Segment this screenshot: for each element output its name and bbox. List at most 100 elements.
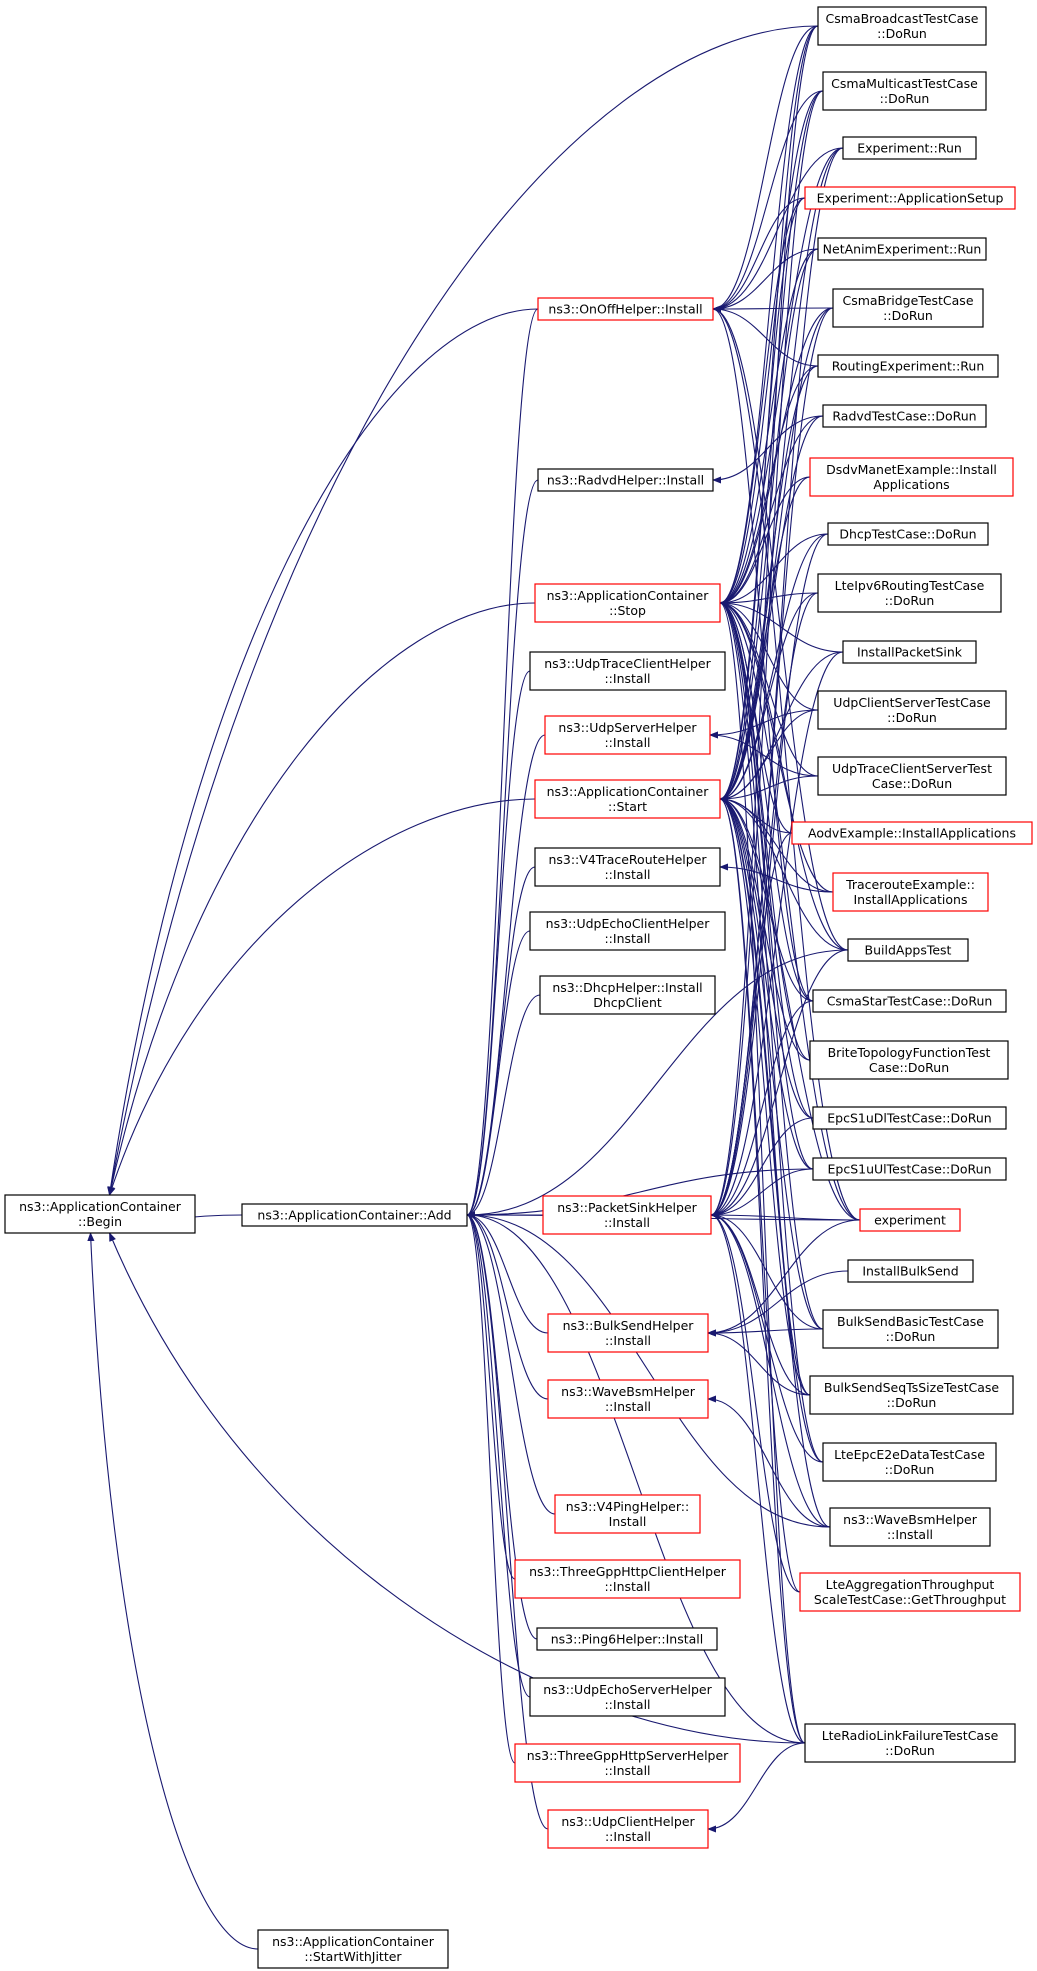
- node-dhcptest[interactable]: DhcpTestCase::DoRun: [827, 522, 989, 546]
- node-box: [537, 297, 714, 321]
- node-tgpphttpserver[interactable]: ns3::ThreeGppHttpServerHelper::Install: [514, 1743, 741, 1783]
- call-edge-bulksend-installbulksend: [707, 1270, 849, 1337]
- node-buildapps[interactable]: BuildAppsTest: [847, 938, 969, 962]
- node-radvd[interactable]: ns3::RadvdHelper::Install: [537, 468, 714, 492]
- node-label-line: CsmaBroadcastTestCase: [826, 11, 979, 26]
- call-edge-stop-bulksendseq: [719, 599, 811, 1396]
- node-label-line: ScaleTestCase::GetThroughput: [814, 1592, 1006, 1607]
- node-label-line: Install: [609, 1514, 647, 1529]
- node-label-line: ns3::UdpServerHelper: [558, 720, 697, 735]
- node-wavebsm[interactable]: ns3::WaveBsmHelper::Install: [547, 1379, 709, 1419]
- node-csmastar[interactable]: CsmaStarTestCase::DoRun: [812, 989, 1007, 1013]
- node-netanim[interactable]: NetAnimExperiment::Run: [817, 237, 987, 261]
- call-edge-stop-expappsetup: [719, 197, 806, 607]
- node-box: [547, 1313, 709, 1353]
- call-edge-onoff-routingexp: [712, 305, 819, 367]
- call-edge-add-udpclient: [466, 1211, 549, 1830]
- node-radvdtest[interactable]: RadvdTestCase::DoRun: [822, 404, 987, 428]
- node-label-line: UdpTraceClientServerTest: [832, 761, 992, 776]
- node-udptrace[interactable]: ns3::UdpTraceClientHelper::Install: [529, 651, 726, 691]
- node-box: [817, 756, 1007, 796]
- node-box: [529, 1677, 726, 1717]
- node-label-line: DhcpTestCase::DoRun: [839, 527, 976, 542]
- call-edge-stop-dsdv: [719, 476, 811, 607]
- node-box: [822, 1442, 997, 1482]
- call-edge-packetsink-epcs1udl: [710, 1117, 814, 1219]
- node-lteradio[interactable]: LteRadioLinkFailureTestCase::DoRun: [804, 1723, 1016, 1763]
- node-udpechoclient[interactable]: ns3::UdpEchoClientHelper::Install: [529, 911, 726, 951]
- node-label-line: ns3::V4PingHelper::: [566, 1499, 689, 1514]
- node-stop[interactable]: ns3::ApplicationContainer::Stop: [534, 583, 721, 623]
- node-label-line: LteIpv6RoutingTestCase: [835, 578, 985, 593]
- node-csmabroadcast[interactable]: CsmaBroadcastTestCase::DoRun: [817, 6, 987, 46]
- node-v4trace[interactable]: ns3::V4TraceRouteHelper::Install: [534, 847, 721, 887]
- node-udpclientserver[interactable]: UdpClientServerTestCase::DoRun: [817, 690, 1007, 730]
- node-csmamulticast[interactable]: CsmaMulticastTestCase::DoRun: [822, 71, 987, 111]
- node-routingexp[interactable]: RoutingExperiment::Run: [817, 354, 999, 378]
- node-label-line: DsdvManetExample::Install: [826, 462, 997, 477]
- node-label-line: RadvdTestCase::DoRun: [832, 409, 976, 424]
- node-box: [4, 1194, 196, 1234]
- call-edge-start-lteipv6: [719, 592, 819, 803]
- node-exprun[interactable]: Experiment::Run: [842, 136, 977, 160]
- node-udpechoserver[interactable]: ns3::UdpEchoServerHelper::Install: [529, 1677, 726, 1717]
- call-edge-packetsink-epcs1uul: [710, 1168, 814, 1219]
- node-udpserver[interactable]: ns3::UdpServerHelper::Install: [544, 715, 711, 755]
- call-edge-start-udptraceclientserver: [719, 775, 819, 803]
- call-edge-add-bulksend: [466, 1211, 549, 1334]
- node-tgpphttpclient[interactable]: ns3::ThreeGppHttpClientHelper::Install: [514, 1559, 741, 1599]
- node-udpclient[interactable]: ns3::UdpClientHelper::Install: [547, 1809, 709, 1849]
- node-label-line: ::DoRun: [885, 1743, 935, 1758]
- node-start[interactable]: ns3::ApplicationContainer::Start: [534, 779, 721, 819]
- node-box: [809, 457, 1014, 497]
- node-box: [257, 1929, 449, 1969]
- node-bulksendseq[interactable]: BulkSendSeqTsSizeTestCase::DoRun: [809, 1375, 1014, 1415]
- node-label-line: NetAnimExperiment::Run: [823, 242, 982, 257]
- node-aodv[interactable]: AodvExample::InstallApplications: [791, 821, 1033, 845]
- node-label-line: BulkSendBasicTestCase: [837, 1314, 984, 1329]
- node-box: [547, 1809, 709, 1849]
- node-add[interactable]: ns3::ApplicationContainer::Add: [241, 1203, 468, 1227]
- node-label-line: InstallApplications: [854, 892, 968, 907]
- node-installpacketsink[interactable]: InstallPacketSink: [842, 640, 977, 664]
- node-onoff[interactable]: ns3::OnOffHelper::Install: [537, 297, 714, 321]
- node-box: [529, 651, 726, 691]
- call-edge-add-tgpphttpclient: [466, 1211, 516, 1580]
- node-label-line: CsmaStarTestCase::DoRun: [827, 994, 993, 1009]
- call-edge-add-udpechoclient: [466, 930, 531, 1219]
- call-edge-v4trace-traceroute: [719, 863, 834, 893]
- node-wavebsm2[interactable]: ns3::WaveBsmHelper::Install: [829, 1507, 991, 1547]
- node-label-line: ::DoRun: [880, 91, 930, 106]
- node-begin[interactable]: ns3::ApplicationContainer::Begin: [4, 1194, 196, 1234]
- node-dsdv[interactable]: DsdvManetExample::InstallApplications: [809, 457, 1014, 497]
- node-box: [847, 1259, 974, 1283]
- node-installbulksend[interactable]: InstallBulkSend: [847, 1259, 974, 1283]
- node-label-line: ::Install: [605, 1333, 651, 1348]
- node-lteipv6[interactable]: LteIpv6RoutingTestCase::DoRun: [817, 573, 1002, 613]
- node-startwj[interactable]: ns3::ApplicationContainer::StartWithJitt…: [257, 1929, 449, 1969]
- node-box: [827, 522, 989, 546]
- node-box: [547, 1379, 709, 1419]
- node-bulksend[interactable]: ns3::BulkSendHelper::Install: [547, 1313, 709, 1353]
- call-edge-start-bulksendbasic: [719, 795, 824, 1330]
- node-traceroute[interactable]: TracerouteExample::InstallApplications: [832, 872, 989, 912]
- node-expappsetup[interactable]: Experiment::ApplicationSetup: [804, 186, 1016, 210]
- call-edge-start-csmamulticast: [719, 90, 824, 803]
- node-csmabridge[interactable]: CsmaBridgeTestCase::DoRun: [832, 288, 984, 328]
- node-v4ping[interactable]: ns3::V4PingHelper::Install: [554, 1494, 701, 1534]
- node-lteagg[interactable]: LteAggregationThroughputScaleTestCase::G…: [799, 1572, 1021, 1612]
- node-label-line: ::Install: [605, 1399, 651, 1414]
- node-label-line: AodvExample::InstallApplications: [808, 826, 1016, 841]
- node-bulksendbasic[interactable]: BulkSendBasicTestCase::DoRun: [822, 1309, 999, 1349]
- call-edge-packetsink-buildapps: [710, 949, 849, 1219]
- node-ping6[interactable]: ns3::Ping6Helper::Install: [536, 1627, 718, 1651]
- node-experiment[interactable]: experiment: [859, 1208, 961, 1232]
- node-lteepce2e[interactable]: LteEpcE2eDataTestCase::DoRun: [822, 1442, 997, 1482]
- call-edge-stop-traceroute: [719, 599, 834, 893]
- node-epcs1uul[interactable]: EpcS1uUlTestCase::DoRun: [812, 1157, 1007, 1181]
- node-packetsink[interactable]: ns3::PacketSinkHelper::Install: [542, 1195, 712, 1235]
- node-epcs1udl[interactable]: EpcS1uDlTestCase::DoRun: [812, 1106, 1007, 1130]
